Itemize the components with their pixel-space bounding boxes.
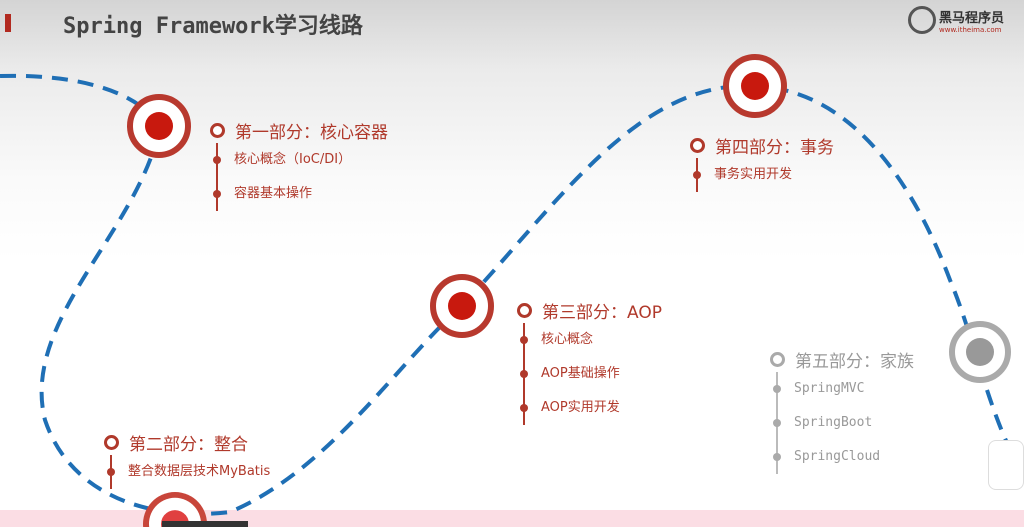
section-marker-icon bbox=[690, 138, 705, 153]
video-overlay bbox=[162, 521, 248, 527]
section-title: 第四部分：事务 bbox=[715, 138, 834, 158]
list-item: AOP基础操作 bbox=[520, 357, 662, 391]
logo-name: 黑马程序员 bbox=[939, 10, 1005, 26]
milestone-5-icon bbox=[949, 321, 1011, 383]
section-core-container: 第一部分：核心容器 核心概念（IoC/DI）容器基本操作 bbox=[210, 118, 388, 211]
milestone-4-icon bbox=[723, 54, 787, 118]
list-item: 核心概念 bbox=[520, 323, 662, 357]
list-item: SpringBoot bbox=[773, 406, 914, 440]
list-item: SpringMVC bbox=[773, 372, 914, 406]
section-integration: 第二部分：整合 整合数据层技术MyBatis bbox=[104, 430, 270, 489]
title-marker bbox=[5, 14, 11, 32]
list-item: 整合数据层技术MyBatis bbox=[106, 455, 270, 489]
section-title: 第一部分：核心容器 bbox=[235, 123, 388, 143]
milestone-1-icon bbox=[127, 94, 191, 158]
list-item: 核心概念（IoC/DI） bbox=[213, 143, 388, 177]
section-marker-icon bbox=[770, 352, 785, 367]
play-button[interactable] bbox=[988, 440, 1024, 490]
list-item: 容器基本操作 bbox=[213, 177, 388, 211]
section-marker-icon bbox=[104, 435, 119, 450]
logo-url: www.itheima.com bbox=[939, 25, 1002, 34]
section-transaction: 第四部分：事务 事务实用开发 bbox=[690, 133, 834, 192]
section-title: 第二部分：整合 bbox=[129, 435, 248, 455]
section-title: 第三部分：AOP bbox=[542, 303, 662, 323]
section-title: 第五部分：家族 bbox=[795, 352, 914, 372]
list-item: AOP实用开发 bbox=[520, 391, 662, 425]
list-item: 事务实用开发 bbox=[693, 158, 834, 192]
section-marker-icon bbox=[210, 123, 225, 138]
milestone-3-icon bbox=[430, 274, 494, 338]
page-title: Spring Framework学习线路 bbox=[63, 14, 363, 39]
logo-horse-icon bbox=[908, 6, 936, 34]
bottom-band bbox=[0, 510, 1024, 527]
list-item: SpringCloud bbox=[773, 440, 914, 474]
section-marker-icon bbox=[517, 303, 532, 318]
